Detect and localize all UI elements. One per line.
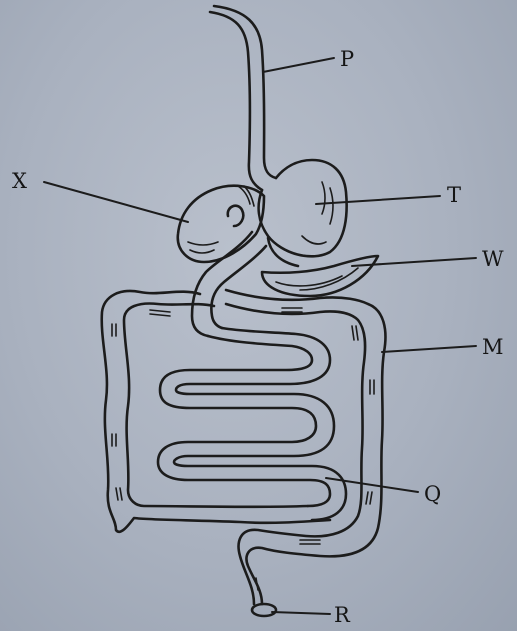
- label-x: X: [12, 169, 27, 193]
- leader-line-m: [382, 346, 476, 352]
- oesophagus: [210, 6, 276, 190]
- liver: [178, 186, 264, 262]
- label-m: M: [482, 335, 504, 359]
- label-w: W: [482, 247, 504, 271]
- label-r: R: [334, 603, 351, 627]
- leader-line-q: [326, 478, 418, 492]
- label-q: Q: [424, 482, 441, 506]
- pancreas: [262, 256, 378, 296]
- leader-line-w: [352, 258, 476, 266]
- label-t: T: [447, 183, 461, 207]
- small-intestine: [158, 328, 346, 520]
- leader-line-p: [263, 58, 334, 72]
- label-p: P: [340, 47, 354, 71]
- leader-line-x: [44, 182, 188, 222]
- leader-line-r: [272, 612, 330, 614]
- large-intestine: [102, 290, 386, 604]
- stomach: [259, 160, 347, 256]
- anus: [252, 604, 276, 616]
- leader-line-t: [316, 196, 440, 204]
